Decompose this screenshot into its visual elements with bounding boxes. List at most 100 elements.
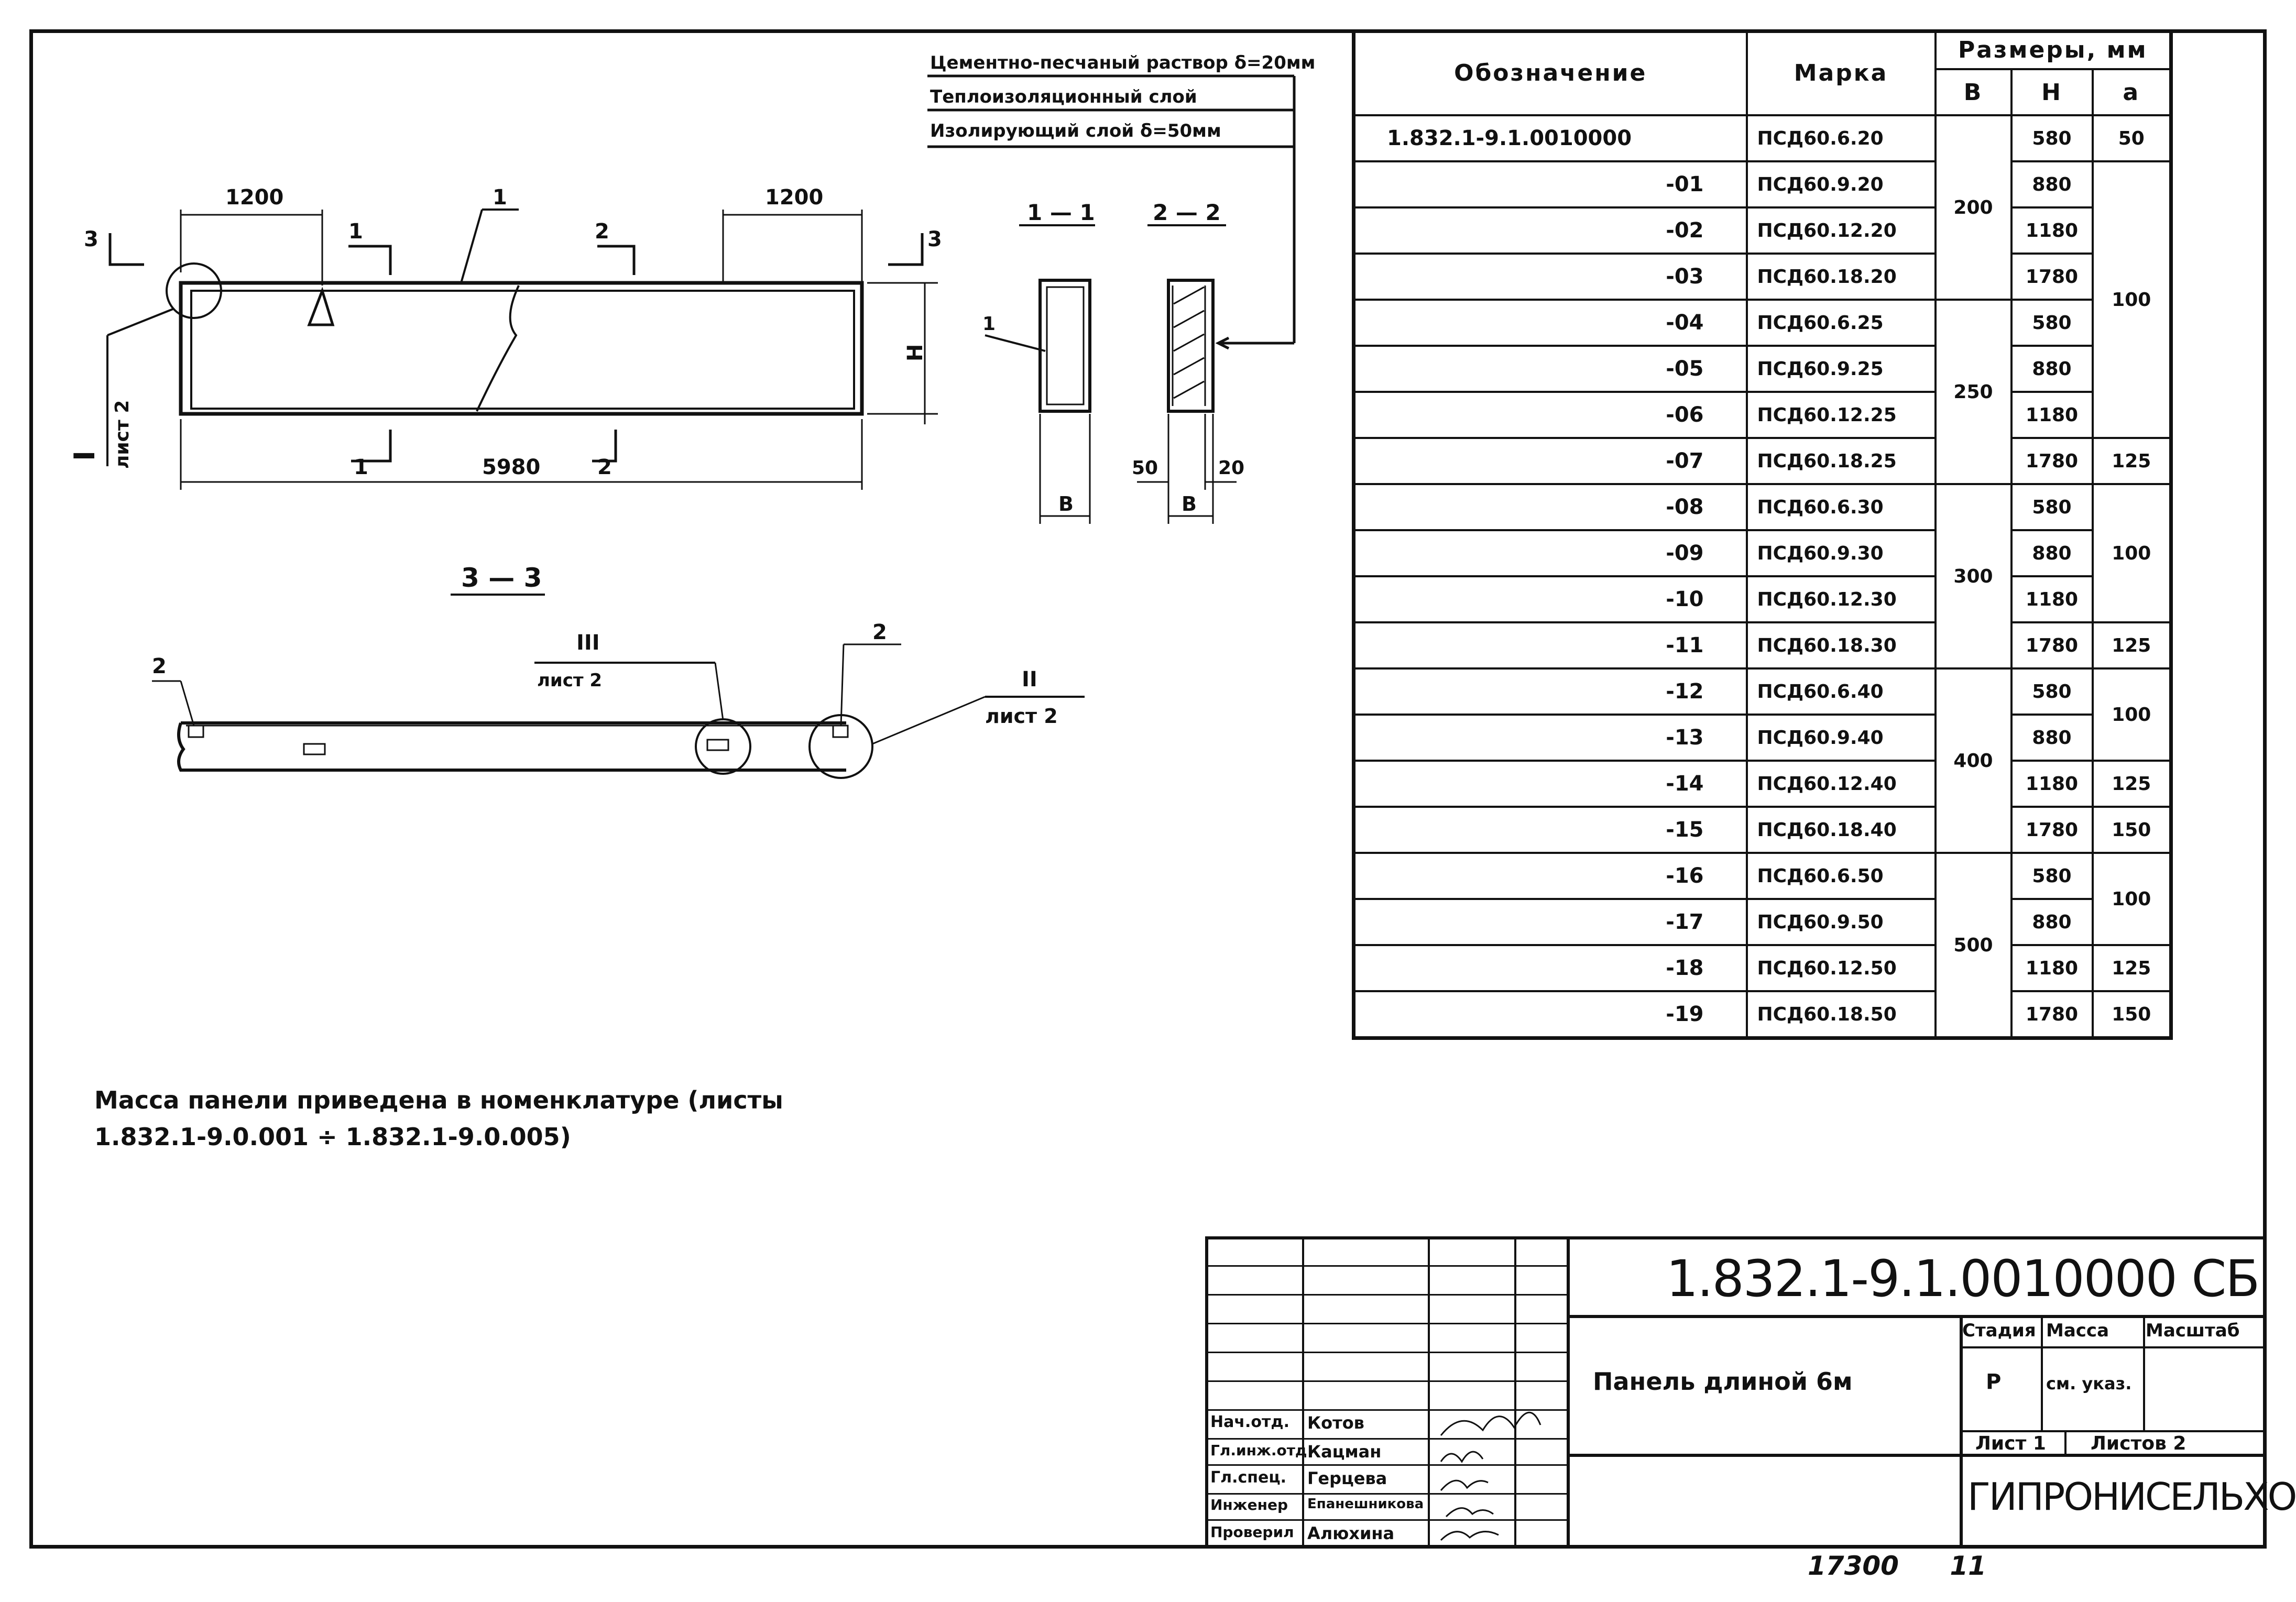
row-h: 580 (2010, 483, 2094, 531)
mass-note: Масса панели приведена в номенклатуре (л… (94, 1082, 783, 1155)
ref-II-roman: II (1022, 667, 1037, 692)
role-3: Гл.спец. (1210, 1468, 1286, 1487)
row-mark: ПСД60.12.25 (1745, 391, 1937, 439)
signature-1 (1440, 1411, 1541, 1436)
sheet-number: Лист 1 (1975, 1433, 2046, 1454)
row-mark: ПСД60.18.50 (1745, 990, 1937, 1039)
th-designation: Обозначение (1352, 29, 1748, 116)
signature-3 (1440, 1479, 1489, 1491)
panel-drawings: 1200 1200 5980 Н 1 1 2 1 2 3 3 I лист 2 … (68, 74, 1296, 779)
section-1-1-title: 1 — 1 (1027, 200, 1095, 225)
row-des: -07 (1352, 437, 1748, 485)
row-des: -06 (1352, 391, 1748, 439)
row-h: 1180 (2010, 391, 2094, 439)
section-2-2-b: В (1182, 492, 1197, 515)
signature-5 (1440, 1531, 1499, 1541)
row-mark: ПСД60.18.40 (1745, 806, 1937, 854)
b-group: 250 (1934, 299, 2013, 485)
a-value: 100 (2091, 483, 2172, 623)
role-4: Инженер (1210, 1496, 1288, 1513)
section-1-1-b: В (1058, 492, 1074, 515)
row-h: 1780 (2010, 253, 2094, 301)
ref-II-sheet: лист 2 (985, 705, 1058, 728)
row-mark: ПСД60.6.20 (1745, 114, 1937, 162)
row-h: 880 (2010, 529, 2094, 577)
section-2-2-title: 2 — 2 (1153, 200, 1221, 225)
sheets-total: Листов 2 (2091, 1433, 2186, 1454)
name-2: Кацман (1307, 1442, 1382, 1462)
row-h: 1780 (2010, 621, 2094, 670)
sec-1-top: 1 (348, 220, 363, 244)
a-value: 50 (2091, 114, 2172, 162)
row-h: 580 (2010, 114, 2094, 162)
mass-value: см. указ. (2046, 1374, 2132, 1393)
sec-1-bottom: 1 (354, 455, 368, 479)
pos-2-right: 2 (872, 620, 887, 644)
row-mark: ПСД60.9.50 (1745, 898, 1937, 946)
row-h: 880 (2010, 345, 2094, 393)
a-value: 100 (2091, 160, 2172, 439)
signatures (1440, 1411, 1541, 1541)
row-des: -11 (1352, 621, 1748, 670)
row-des: -18 (1352, 944, 1748, 992)
row-h: 1180 (2010, 206, 2094, 255)
ref-III-sheet: лист 2 (537, 670, 602, 691)
name-5: Алюхина (1307, 1523, 1395, 1543)
ref-I-roman: I (68, 451, 101, 461)
row-h: 880 (2010, 898, 2094, 946)
row-mark: ПСД60.9.25 (1745, 345, 1937, 393)
row-mark: ПСД60.18.25 (1745, 437, 1937, 485)
row-mark: ПСД60.9.40 (1745, 714, 1937, 762)
mass-note-line2: 1.832.1-9.0.001 ÷ 1.832.1-9.0.005) (94, 1123, 571, 1151)
section-2-2-20: 20 (1218, 457, 1244, 479)
layer-label-mortar: Цементно-песчаный раствор δ=20мм (930, 52, 1316, 73)
row-h: 1780 (2010, 806, 2094, 854)
row-mark: ПСД60.12.20 (1745, 206, 1937, 255)
row-des: -13 (1352, 714, 1748, 762)
inventory-number: 17300 11 (1808, 1551, 1986, 1581)
layer-label-insulation: Теплоизоляционный слой (930, 86, 1197, 107)
organization-name: ГИПРОНИСЕЛЬХОЗ (1967, 1475, 2296, 1519)
role-5: Проверил (1210, 1523, 1294, 1541)
scale-header: Масштаб (2146, 1320, 2240, 1341)
th-sizes: Размеры, мм (1934, 29, 2172, 70)
sec-3-right: 3 (927, 227, 942, 251)
row-des: -01 (1352, 160, 1748, 209)
a-value: 125 (2091, 621, 2172, 670)
dim-right: 1200 (765, 185, 823, 210)
th-b: В (1934, 68, 2013, 116)
row-des: -05 (1352, 345, 1748, 393)
row-h: 1180 (2010, 760, 2094, 808)
inventory-value: 17300 (1808, 1551, 1899, 1581)
sec-2-bottom: 2 (597, 455, 612, 479)
signature-4 (1445, 1507, 1494, 1518)
sec-2-top: 2 (595, 220, 609, 244)
name-4: Епанешникова (1307, 1496, 1424, 1512)
row-mark: ПСД60.18.20 (1745, 253, 1937, 301)
ref-I-sheet: лист 2 (112, 400, 133, 469)
row-h: 1180 (2010, 944, 2094, 992)
section-2-2-50: 50 (1132, 457, 1158, 479)
doc-name: Панель длиной 6м (1593, 1367, 1853, 1396)
ref-III-roman: III (576, 631, 600, 655)
row-des: -16 (1352, 852, 1748, 900)
sec-3-left: 3 (84, 227, 99, 251)
row-mark: ПСД60.6.25 (1745, 299, 1937, 347)
row-des: -04 (1352, 299, 1748, 347)
row-mark: ПСД60.18.30 (1745, 621, 1937, 670)
role-2: Гл.инж.отд (1210, 1442, 1307, 1459)
row-des: -12 (1352, 667, 1748, 716)
row-mark: ПСД60.12.40 (1745, 760, 1937, 808)
row-des: -19 (1352, 990, 1748, 1039)
row-h: 1780 (2010, 437, 2094, 485)
name-1: Котов (1307, 1413, 1364, 1433)
row-h: 880 (2010, 714, 2094, 762)
row-des: -03 (1352, 253, 1748, 301)
a-value: 125 (2091, 944, 2172, 992)
th-h: Н (2010, 68, 2094, 116)
b-group: 300 (1934, 483, 2013, 670)
row-h: 580 (2010, 852, 2094, 900)
row-mark: ПСД60.6.30 (1745, 483, 1937, 531)
stage-value: Р (1986, 1370, 2002, 1394)
row-des: -09 (1352, 529, 1748, 577)
